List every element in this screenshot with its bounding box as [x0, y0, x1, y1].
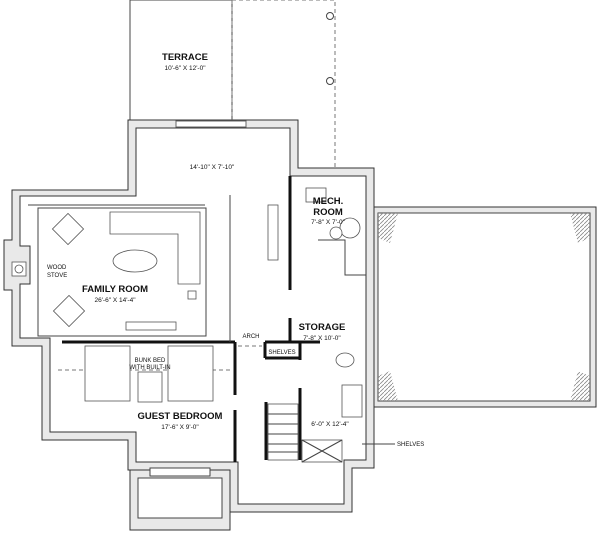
mech-room-label-1: MECH.: [313, 196, 344, 207]
furniture: [11, 187, 395, 463]
family-room-dims: 26'-6" X 14'-4": [94, 297, 136, 304]
mech-room-label-2: ROOM: [313, 207, 343, 218]
guest-bedroom-label: GUEST BEDROOM: [138, 411, 223, 422]
garage-slab: [371, 206, 597, 408]
bunk-bed-label-1: BUNK BED: [135, 358, 166, 364]
guest-bedroom-dims: 17'-6" X 9'-0": [161, 424, 199, 431]
bunk-bed-label-2: WITH BUILT-IN: [129, 365, 170, 371]
storage-label: STORAGE: [299, 322, 346, 333]
storage-dims: 7'-8" X 10'-0": [303, 335, 341, 342]
wood-stove-label-1: WOOD: [47, 265, 67, 271]
wood-stove-label-2: STOVE: [47, 273, 67, 279]
interior-walls: [28, 176, 366, 462]
terrace-area: [129, 0, 336, 172]
room-labels: TERRACE 10'-6" X 12'-0" 14'-10" X 7'-10"…: [47, 52, 424, 448]
bath-dims: 6'-0" X 12'-4": [311, 421, 349, 428]
open-area-dims: 14'-10" X 7'-10": [190, 164, 235, 171]
terrace-label: TERRACE: [162, 52, 208, 63]
arch-label: ARCH: [242, 334, 259, 340]
exterior-walls: [3, 119, 375, 531]
mech-room-dims: 7'-8" X 7'-0": [311, 219, 346, 226]
family-room-label: FAMILY ROOM: [82, 284, 148, 295]
shelves-bath-label: SHELVES: [397, 442, 424, 448]
stairs: [267, 403, 299, 461]
shelves-closet-label: SHELVES: [268, 350, 295, 356]
terrace-dims: 10'-6" X 12'-0": [164, 65, 206, 72]
